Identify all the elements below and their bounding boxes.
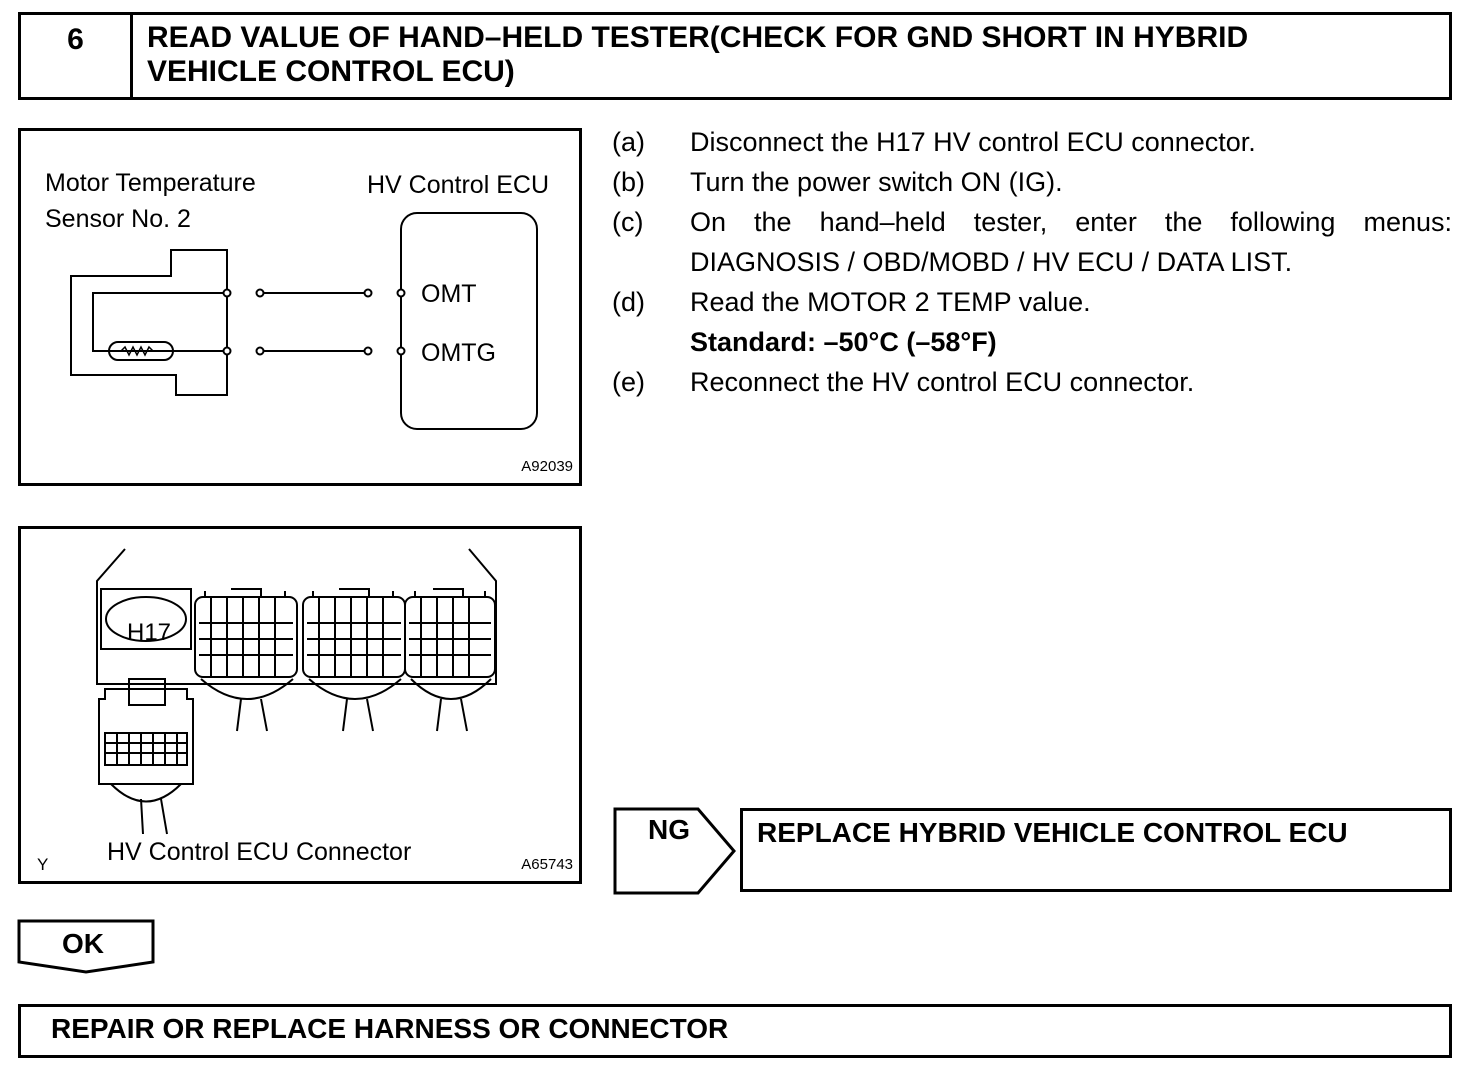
instruction-text: On the hand–held tester, enter the follo… (690, 202, 1452, 282)
h17-oval (105, 596, 187, 642)
connector-illustration: H17 HV Control ECU Connector Y A65743 (18, 526, 582, 884)
sensor-label-line1: Motor Temperature (45, 169, 256, 197)
thermistor-symbol (108, 341, 174, 361)
instruction-text-line1: On the hand–held tester, enter the follo… (690, 207, 1452, 237)
ng-arrow-box (613, 807, 736, 895)
instruction-letter: (e) (612, 367, 645, 397)
ng-result-text: REPLACE HYBRID VEHICLE CONTROL ECU (757, 817, 1348, 848)
ecu-body (400, 212, 538, 430)
h17-label-plate (100, 588, 192, 650)
instruction-text: Disconnect the H17 HV control ECU connec… (690, 127, 1256, 157)
instruction-item: (c) On the hand–held tester, enter the f… (612, 202, 1452, 282)
instruction-letter: (c) (612, 207, 644, 237)
figure-code: A65743 (521, 856, 573, 873)
instruction-letter: (b) (612, 167, 645, 197)
connector-caption: HV Control ECU Connector (107, 838, 412, 866)
final-action-text: REPAIR OR REPLACE HARNESS OR CONNECTOR (51, 1013, 729, 1044)
wiring-diagram: Motor Temperature Sensor No. 2 HV Contro… (18, 128, 582, 486)
ng-result-box: REPLACE HYBRID VEHICLE CONTROL ECU (740, 808, 1452, 892)
instruction-text: Turn the power switch ON (IG). (690, 167, 1063, 197)
connector-id-label: H17 (127, 619, 172, 646)
corner-mark: Y (37, 855, 49, 874)
ecu-connector-1 (194, 588, 298, 732)
step-header: 6 READ VALUE OF HAND–HELD TESTER(CHECK F… (18, 12, 1452, 100)
harness-connector (98, 678, 194, 835)
step-title: READ VALUE OF HAND–HELD TESTER(CHECK FOR… (147, 21, 1429, 89)
instruction-item: (a) Disconnect the H17 HV control ECU co… (612, 122, 1452, 162)
instruction-item: (d) Read the MOTOR 2 TEMP value. Standar… (612, 282, 1452, 362)
instruction-text-line1: Read the MOTOR 2 TEMP value. (690, 287, 1091, 317)
final-action-box: REPAIR OR REPLACE HARNESS OR CONNECTOR (18, 1004, 1452, 1058)
instruction-letter: (d) (612, 287, 645, 317)
ok-label: OK (62, 928, 104, 959)
instruction-letter: (a) (612, 127, 645, 157)
ecu-housing (96, 548, 497, 685)
instruction-text: Read the MOTOR 2 TEMP value. Standard: –… (690, 282, 1452, 362)
sensor-label: Motor Temperature Sensor No. 2 (45, 165, 256, 237)
connector-drawing (96, 548, 497, 835)
ok-arrow-box (17, 919, 155, 974)
instruction-item: (e) Reconnect the HV control ECU connect… (612, 362, 1452, 402)
ng-label: NG (648, 814, 690, 845)
instruction-item: (b) Turn the power switch ON (IG). (612, 162, 1452, 202)
sensor-body (70, 249, 228, 396)
sensor-inner-wiring (92, 292, 227, 352)
terminal-omtg-label: OMTG (421, 339, 496, 367)
step-title-line1: READ VALUE OF HAND–HELD TESTER(CHECK FOR… (147, 21, 1249, 54)
instruction-text: Reconnect the HV control ECU connector. (690, 367, 1195, 397)
sensor-label-line2: Sensor No. 2 (45, 205, 191, 233)
instruction-text-line2: DIAGNOSIS / OBD/MOBD / HV ECU / DATA LIS… (690, 247, 1293, 277)
ecu-connector-3 (404, 588, 496, 732)
ecu-label: HV Control ECU (367, 171, 549, 199)
figure-code: A92039 (521, 458, 573, 475)
terminal-omt-label: OMT (421, 280, 477, 308)
ecu-connector-2 (302, 588, 406, 732)
step-title-line2: VEHICLE CONTROL ECU) (147, 55, 515, 88)
instruction-list: (a) Disconnect the H17 HV control ECU co… (612, 122, 1452, 402)
standard-value: Standard: –50°C (–58°F) (690, 327, 997, 357)
step-number: 6 (21, 15, 133, 97)
wiring-diagram-drawing (70, 212, 538, 430)
